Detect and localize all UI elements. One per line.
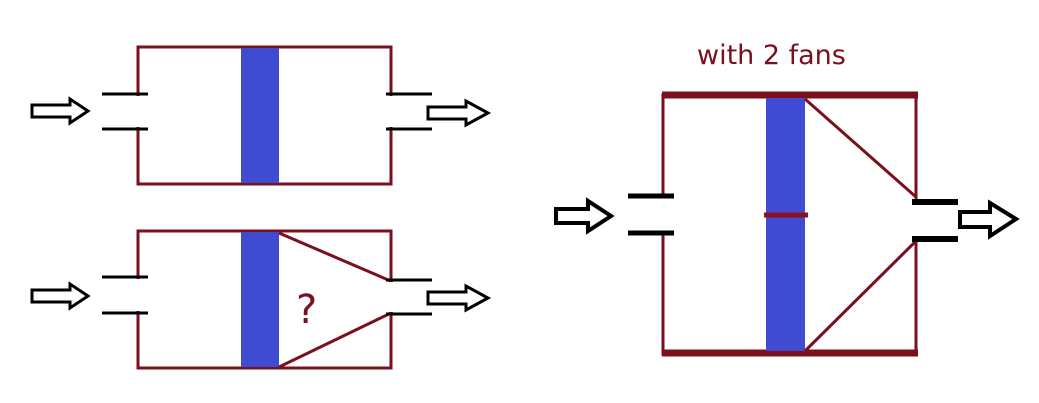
arrow-right-outline-icon <box>30 96 91 126</box>
right-diagram-title: with 2 fans <box>697 40 846 71</box>
arrow-right-outline-icon <box>426 98 492 128</box>
bottom-left-outlet-gap <box>386 282 398 312</box>
arrow-right-outline-icon <box>30 281 91 311</box>
bottom-left-filter <box>241 232 279 367</box>
bottom-left-inlet-gap <box>130 279 142 311</box>
top-left-inlet-gap <box>130 96 142 127</box>
arrow-right-outline-icon <box>426 283 492 313</box>
top-left-filter <box>241 48 279 183</box>
right-filter <box>766 98 805 351</box>
right-inlet-gap <box>656 198 670 232</box>
bottom-left-diagram: ? <box>30 229 492 370</box>
right-diagram: with 2 fans <box>554 40 1020 357</box>
arrow-right-outline-icon <box>554 197 615 235</box>
right-outlet-gap <box>910 203 924 237</box>
bottom-left-question-label: ? <box>296 287 317 333</box>
right-funnel-top <box>804 97 917 199</box>
bottom-left-funnel-top <box>278 231 394 284</box>
top-left-diagram <box>30 45 492 186</box>
top-left-outlet-gap <box>386 96 398 127</box>
right-funnel-bottom <box>803 239 918 353</box>
arrow-right-outline-icon <box>958 199 1020 240</box>
bottom-left-funnel-bottom <box>278 310 394 369</box>
